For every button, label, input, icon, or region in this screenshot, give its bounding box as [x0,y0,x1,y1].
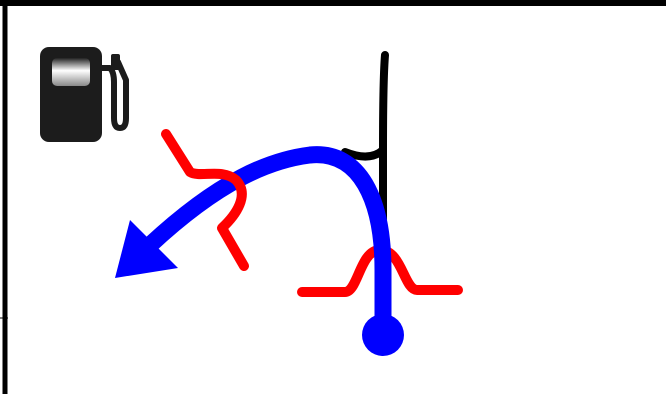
route-origin-dot [362,314,404,356]
route-arrow [115,155,404,356]
fuel-pump-icon [40,47,126,142]
